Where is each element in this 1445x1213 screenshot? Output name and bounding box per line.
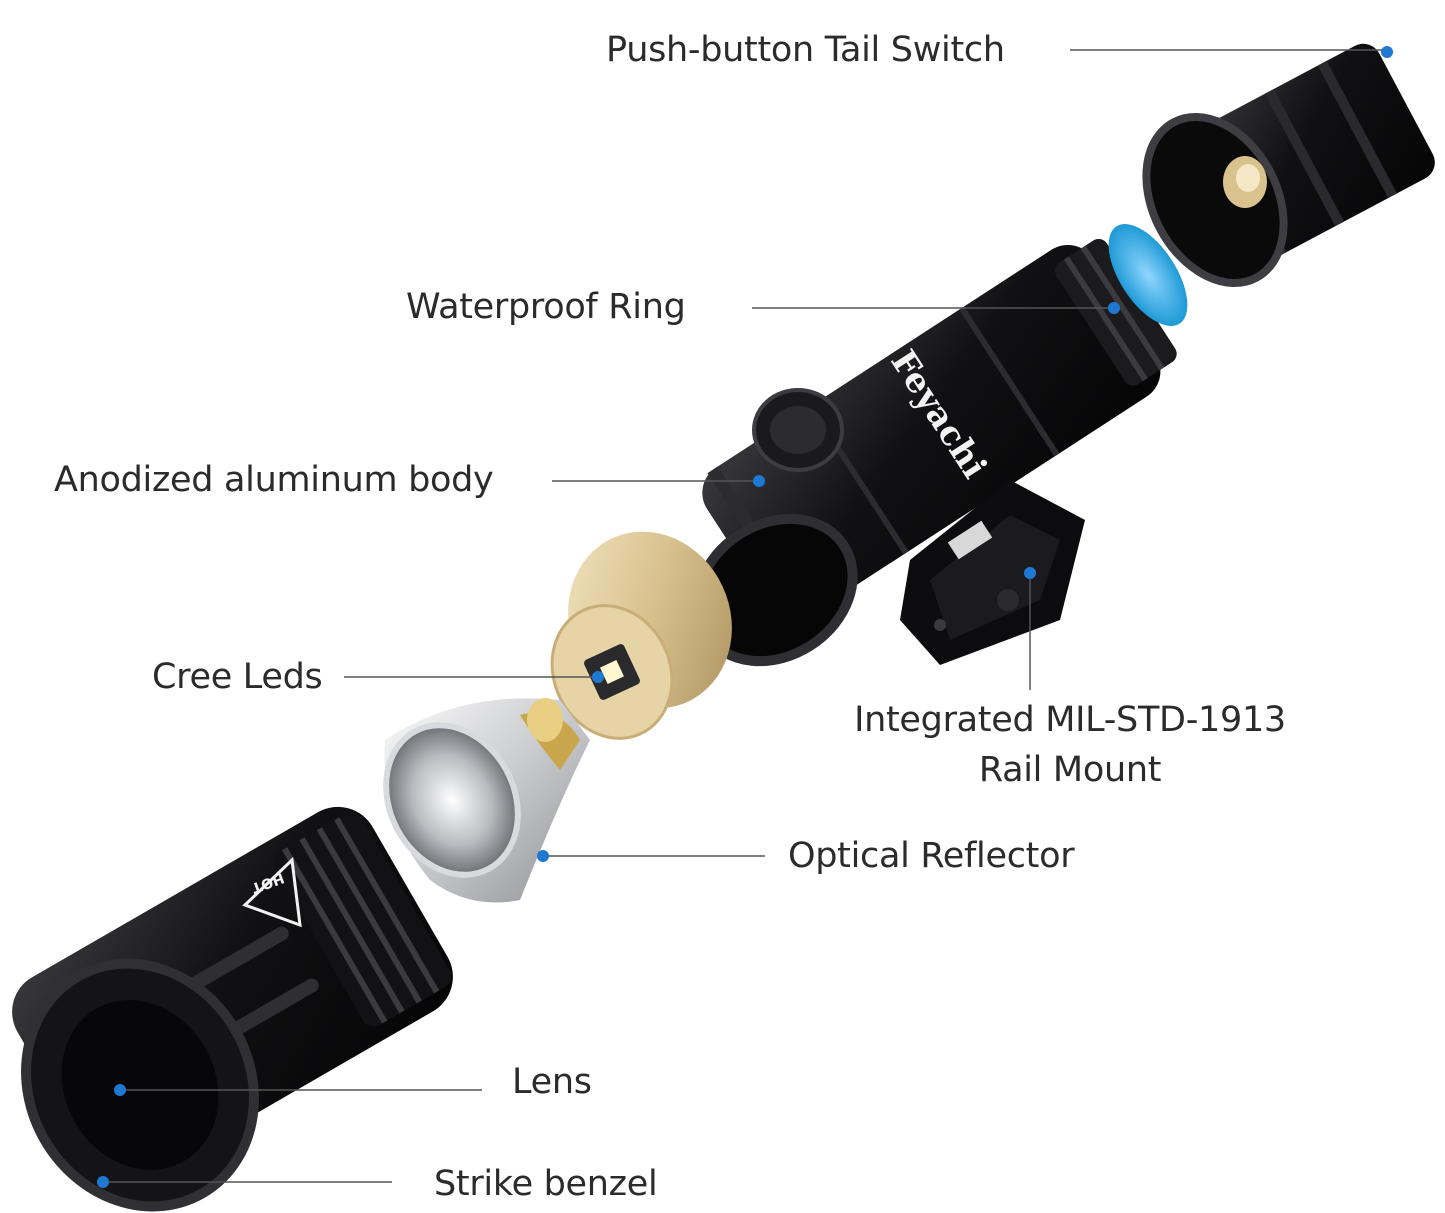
main-body: Feyachi: [692, 224, 1188, 667]
label-cree-leds: Cree Leds: [152, 657, 323, 697]
dot-tail-switch: [1381, 46, 1393, 58]
label-waterproof-ring: Waterproof Ring: [406, 287, 686, 327]
dot-cree-leds: [592, 671, 604, 683]
dot-body: [753, 475, 765, 487]
label-tail-switch: Push-button Tail Switch: [606, 30, 1005, 70]
label-body: Anodized aluminum body: [54, 460, 494, 500]
leader-lines: [97, 46, 1393, 1188]
label-rail-mount-line2: Rail Mount: [978, 750, 1162, 790]
dot-waterproof-ring: [1108, 302, 1120, 314]
brass-led-module: [550, 531, 732, 740]
reflector-part: [383, 698, 590, 903]
label-lens: Lens: [512, 1062, 592, 1102]
dot-lens: [114, 1084, 126, 1096]
label-reflector: Optical Reflector: [788, 836, 1075, 876]
tail-switch-cap: [1142, 43, 1435, 287]
dot-rail-mount: [1024, 567, 1036, 579]
label-strike-bezel: Strike benzel: [434, 1164, 658, 1204]
rail-mount: [900, 480, 1085, 665]
flashlight-head: HOT: [12, 806, 453, 1212]
label-rail-mount-line1: Integrated MIL-STD-1913: [854, 700, 1286, 740]
dot-reflector: [537, 850, 549, 862]
dot-strike-bezel: [97, 1176, 109, 1188]
